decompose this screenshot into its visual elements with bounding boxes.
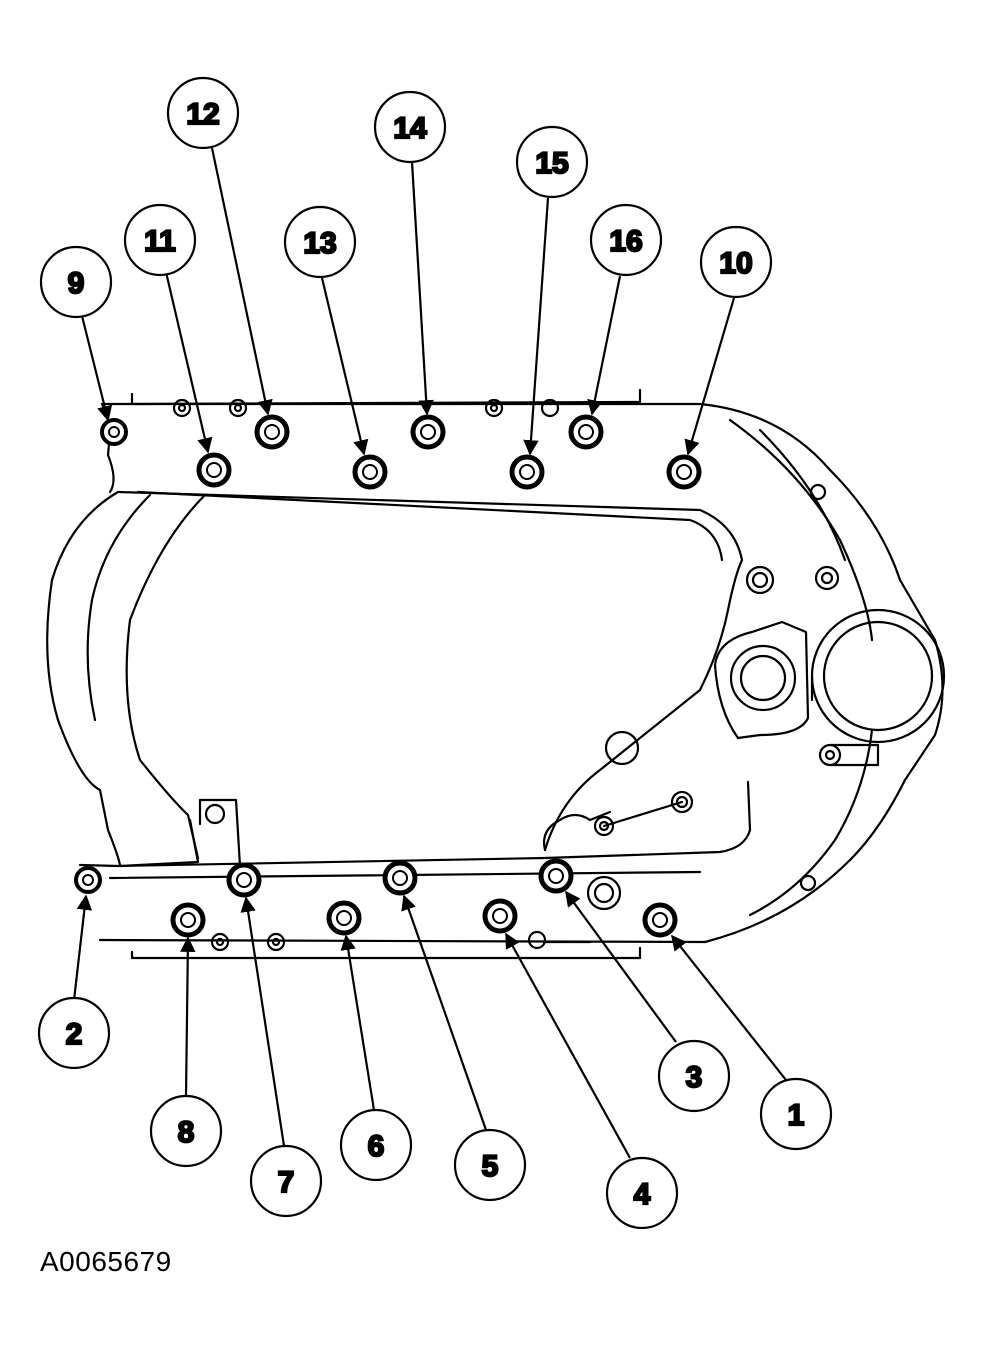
callout-circles: 9 11 12 13 14 15 16 10 [37, 76, 833, 1230]
svg-text:10: 10 [719, 247, 752, 280]
arrow-12 [210, 147, 273, 416]
svg-text:7: 7 [278, 1166, 295, 1199]
svg-text:8: 8 [178, 1116, 195, 1149]
callout-11: 11 [123, 203, 197, 277]
callout-8: 8 [149, 1094, 223, 1168]
callout-3: 3 [657, 1039, 731, 1113]
svg-text:1: 1 [788, 1099, 805, 1132]
bolt-4 [482, 898, 518, 934]
arrow-8 [180, 936, 196, 1097]
svg-text:16: 16 [609, 225, 642, 258]
bolt-11 [196, 452, 232, 488]
bolt-9 [100, 418, 128, 446]
svg-text:4: 4 [634, 1178, 651, 1211]
bolt-10 [666, 454, 702, 490]
callout-5: 5 [453, 1128, 527, 1202]
bolt-2 [74, 866, 102, 894]
arrow-9 [80, 315, 113, 422]
bolt-14 [410, 414, 446, 450]
arrow-3 [565, 890, 677, 1043]
svg-text:3: 3 [686, 1061, 703, 1094]
arrow-6 [340, 934, 376, 1111]
callout-9: 9 [39, 245, 113, 319]
bolt-13 [352, 454, 388, 490]
svg-text:13: 13 [303, 227, 336, 260]
bolt-5 [382, 860, 418, 896]
figure-code: A0065679 [40, 1246, 172, 1277]
arrow-13 [320, 277, 369, 456]
callout-10: 10 [699, 225, 773, 299]
svg-text:14: 14 [393, 112, 427, 145]
callout-13: 13 [283, 205, 357, 279]
bolt-3 [538, 858, 574, 894]
callout-1: 1 [759, 1077, 833, 1151]
manifold-body [46, 388, 946, 960]
arrow-16 [587, 275, 622, 416]
arrow-15 [523, 197, 550, 456]
bolt-16 [568, 414, 604, 450]
arrow-7 [240, 896, 286, 1147]
bolt-12 [254, 414, 290, 450]
arrow-11 [164, 271, 213, 454]
leader-arrows [72, 147, 787, 1159]
arrow-14 [410, 161, 434, 416]
bolt-15 [509, 454, 545, 490]
arrow-2 [72, 894, 93, 1001]
svg-text:6: 6 [368, 1130, 385, 1163]
svg-text:9: 9 [68, 267, 85, 300]
bolt-1 [642, 902, 678, 938]
arrow-1 [671, 934, 787, 1081]
arrow-5 [401, 894, 488, 1131]
bolt-8 [170, 902, 206, 938]
bolt-7 [226, 862, 262, 898]
svg-text:11: 11 [144, 225, 176, 258]
svg-text:5: 5 [482, 1150, 499, 1183]
svg-text:12: 12 [186, 98, 219, 131]
callout-16: 16 [589, 203, 663, 277]
callout-2: 2 [37, 996, 111, 1070]
callout-12: 12 [166, 76, 240, 150]
svg-text:2: 2 [66, 1018, 83, 1051]
svg-text:15: 15 [535, 147, 568, 180]
callout-15: 15 [515, 125, 589, 199]
bolt-heads [74, 414, 702, 938]
arrow-10 [684, 297, 736, 456]
bolt-6 [326, 900, 362, 936]
callout-14: 14 [373, 90, 447, 164]
arrow-4 [505, 932, 631, 1159]
callout-6: 6 [339, 1108, 413, 1182]
callout-7: 7 [249, 1144, 323, 1218]
callout-4: 4 [605, 1156, 679, 1230]
